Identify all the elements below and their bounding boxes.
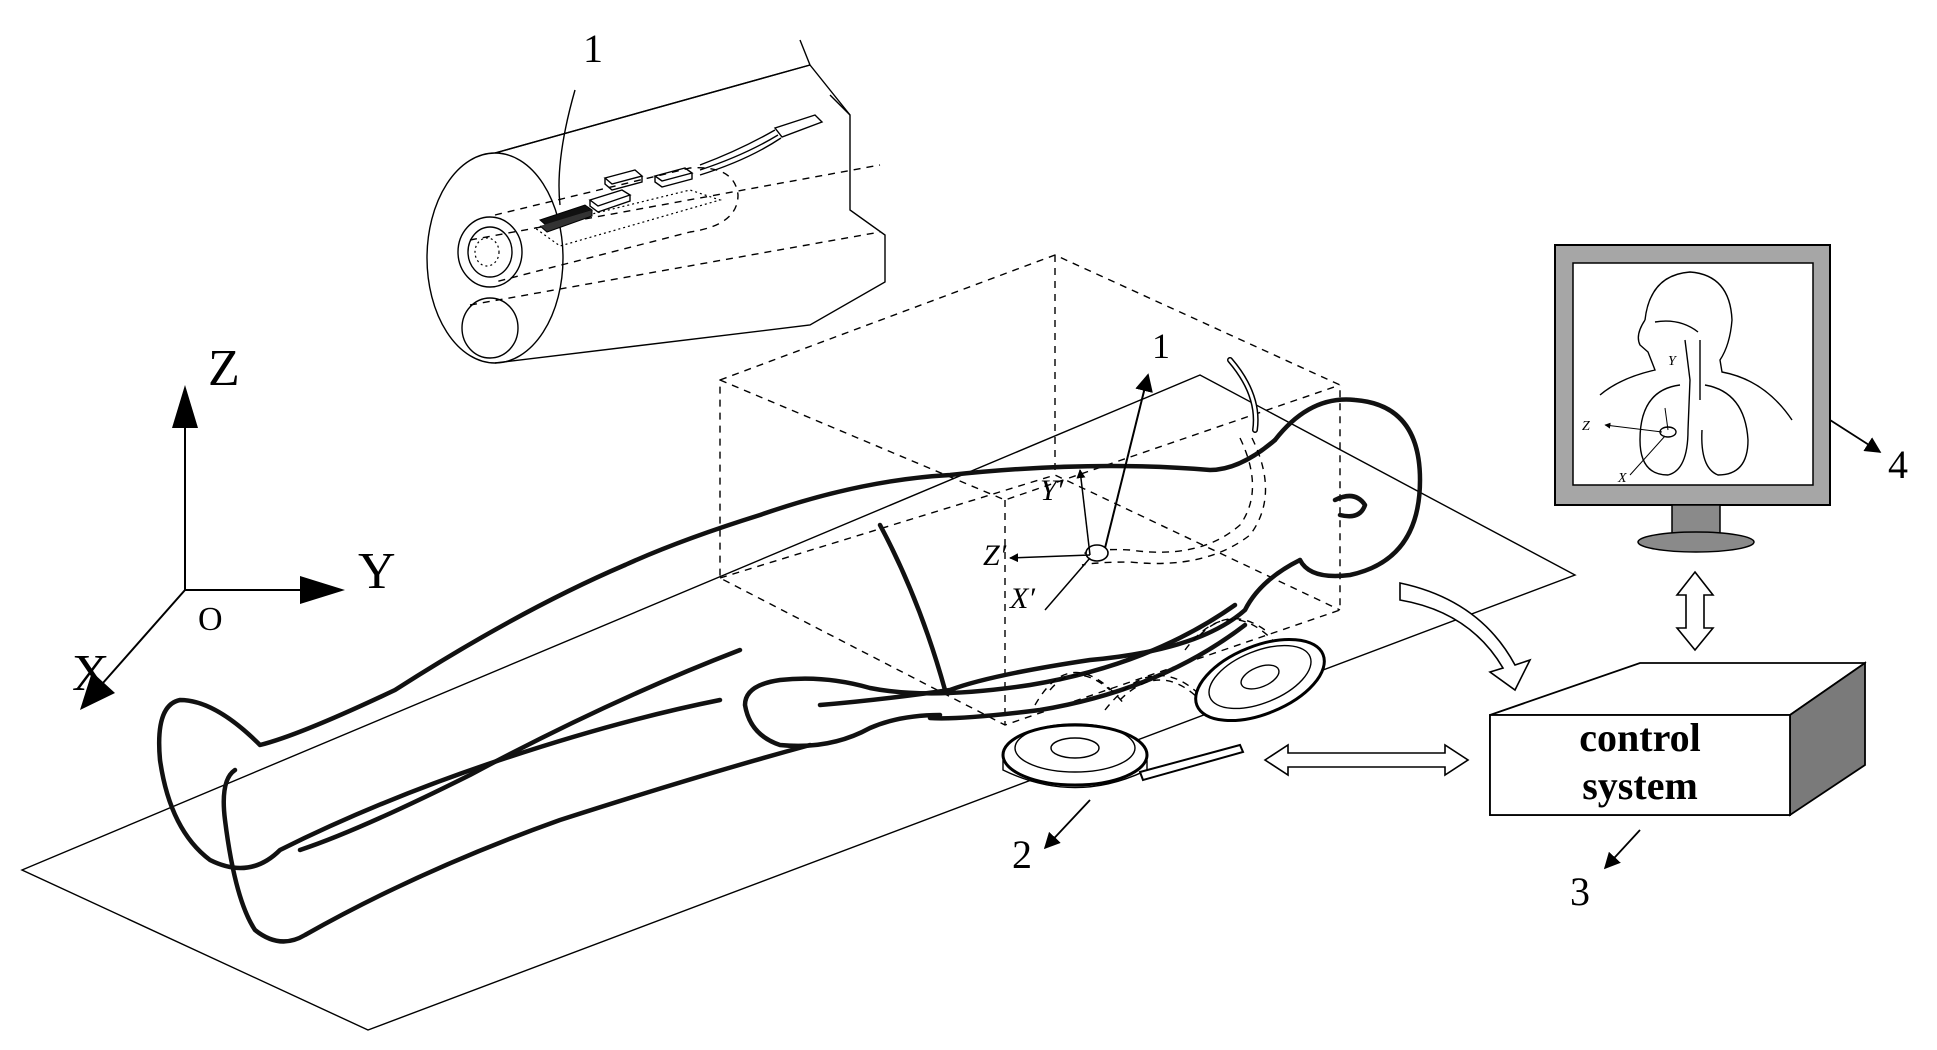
axis-x-label: X bbox=[72, 645, 110, 702]
control-system-label-line2: system bbox=[1582, 763, 1698, 808]
capsule-inset-drawing bbox=[426, 39, 886, 364]
coil-array bbox=[1001, 617, 1326, 850]
monitor-z-label: Z bbox=[1582, 419, 1590, 434]
bed-plane bbox=[20, 374, 1577, 1031]
monitor-anatomy-sketch: Z Y X bbox=[1582, 271, 1793, 486]
monitor-control-link-arrow bbox=[1675, 570, 1715, 652]
monitor-screen bbox=[1572, 262, 1814, 486]
control-system-box: control system bbox=[1489, 661, 1867, 870]
monitor-base bbox=[1637, 531, 1755, 553]
callout-control: 3 bbox=[1570, 869, 1590, 914]
callout-coils: 2 bbox=[1012, 832, 1032, 877]
coils-control-link-arrow bbox=[1263, 743, 1470, 777]
world-axes: Z Y X O bbox=[72, 340, 396, 710]
monitor-x-label: X bbox=[1617, 471, 1627, 486]
axis-z-arrowhead bbox=[172, 385, 198, 428]
capsule-local-frame: Y′ Z′ X′ bbox=[983, 373, 1153, 615]
monitor: Z Y X bbox=[1554, 244, 1882, 553]
monitor-y-label: Y bbox=[1668, 354, 1678, 369]
origin-label: O bbox=[198, 601, 223, 638]
axis-y-arrowhead bbox=[300, 576, 345, 604]
capsule-in-body bbox=[1085, 544, 1109, 562]
callout-capsule-inset: 1 bbox=[583, 26, 603, 71]
signal-curved-arrow bbox=[1399, 582, 1532, 692]
callout-capsule-body: 1 bbox=[1152, 326, 1170, 366]
control-system-label-line1: control bbox=[1579, 715, 1700, 760]
axis-z-label: Z bbox=[208, 340, 240, 397]
axis-y-label: Y bbox=[358, 543, 396, 600]
local-x-label: X′ bbox=[1009, 582, 1035, 615]
local-z-label: Z′ bbox=[983, 539, 1007, 572]
local-y-label: Y′ bbox=[1040, 474, 1064, 507]
callout-monitor: 4 bbox=[1888, 442, 1908, 487]
axis-x-arrowhead bbox=[80, 672, 115, 710]
patient-body bbox=[157, 357, 1423, 944]
